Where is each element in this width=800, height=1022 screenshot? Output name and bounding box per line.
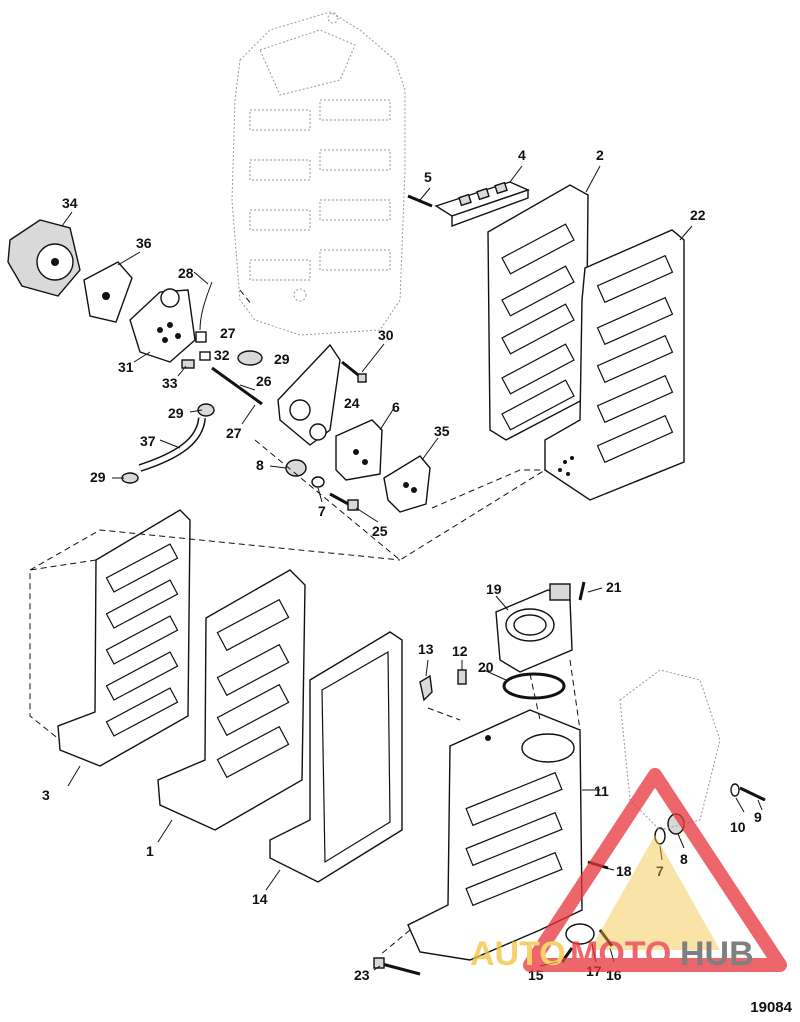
callout-8-upper: 8 [256, 457, 264, 473]
rod-26 [211, 366, 263, 406]
callout-14: 14 [252, 891, 268, 907]
fitting-27-upper [195, 331, 207, 343]
fitting-32 [199, 351, 211, 361]
callout-6: 6 [392, 399, 400, 415]
callout-4: 4 [518, 147, 526, 163]
callout-28: 28 [178, 265, 194, 281]
callout-1: 1 [146, 843, 154, 859]
engine-block [231, 11, 406, 336]
callout-24: 24 [344, 395, 360, 411]
callout-12: 12 [452, 643, 468, 659]
clamp-29-lower [121, 472, 139, 484]
callout-27-upper: 27 [220, 325, 236, 341]
gasket-36 [83, 261, 133, 323]
callout-29-lower: 29 [90, 469, 106, 485]
hose-37 [138, 417, 206, 472]
callout-2: 2 [596, 147, 604, 163]
callout-23: 23 [354, 967, 370, 983]
intake-manifold-11 [407, 709, 583, 961]
adapter-plate-1 [157, 569, 306, 831]
assembly-lines [29, 289, 581, 956]
watermark-text-moto: MOTO [570, 935, 671, 973]
gasket-35 [383, 455, 431, 513]
callout-30: 30 [378, 327, 394, 343]
callout-10: 10 [730, 819, 746, 835]
plate-24 [277, 343, 341, 446]
callout-33: 33 [162, 375, 178, 391]
washer-10 [730, 783, 740, 797]
bolt-5 [407, 194, 433, 208]
bracket-31 [129, 288, 196, 363]
fitting-13 [419, 674, 433, 702]
callout-13: 13 [418, 641, 434, 657]
callout-5: 5 [424, 169, 432, 185]
bolt-23 [373, 957, 421, 976]
automotohub-watermark-logo: AUTO MOTO HUB [470, 768, 787, 973]
gasket-2 [487, 184, 589, 441]
cover-6 [335, 419, 383, 481]
gasket-3 [57, 509, 191, 767]
watermark-text-auto: AUTO [470, 935, 566, 973]
callout-7-lower: 7 [656, 863, 664, 879]
hose-28 [199, 281, 213, 331]
callout-3: 3 [42, 787, 50, 803]
callout-8-lower: 8 [680, 851, 688, 867]
bolt-30 [341, 360, 367, 383]
callout-19: 19 [486, 581, 502, 597]
bolt-9 [739, 786, 766, 802]
callout-35: 35 [434, 423, 450, 439]
leader-lines [61, 165, 763, 971]
callout-37: 37 [140, 433, 156, 449]
callout-34: 34 [62, 195, 78, 211]
watermark-triangle-icon [523, 768, 787, 972]
callout-9: 9 [754, 809, 762, 825]
callout-11: 11 [594, 783, 609, 799]
cover-plate-16-17 [565, 923, 614, 947]
callout-31: 31 [118, 359, 134, 375]
callout-labels: 5 4 2 22 34 36 28 27 31 32 29 30 33 26 2… [42, 147, 762, 983]
watermark-inner-triangle-icon [590, 835, 720, 950]
figure-number: 19084 [750, 999, 792, 1016]
callout-18: 18 [616, 863, 632, 879]
watermark-text-hub: HUB [680, 935, 754, 973]
fuel-pump-34 [7, 219, 81, 297]
callout-29-middle: 29 [168, 405, 184, 421]
clamp-29-middle [197, 403, 215, 417]
bolt-25 [329, 492, 359, 511]
reed-block-4 [434, 181, 530, 228]
washer-7-upper [311, 476, 325, 488]
callout-27-lower: 27 [226, 425, 242, 441]
callout-26: 26 [256, 373, 272, 389]
clamp-29-upper [237, 350, 263, 366]
o-ring-20 [502, 672, 566, 700]
washer-7-lower [654, 827, 666, 845]
gasket-14 [269, 631, 403, 883]
callout-25: 25 [372, 523, 388, 539]
callout-21: 21 [606, 579, 622, 595]
callout-22: 22 [690, 207, 706, 223]
callout-7-upper: 7 [318, 503, 326, 519]
callout-29-upper: 29 [274, 351, 290, 367]
callout-32: 32 [214, 347, 230, 363]
fitting-12 [457, 669, 467, 685]
fitting-33 [181, 359, 195, 369]
bolt-21 [578, 581, 586, 601]
plate-22 [544, 229, 685, 501]
callout-36: 36 [136, 235, 152, 251]
callout-20: 20 [478, 659, 494, 675]
throttle-body-19 [495, 583, 573, 673]
